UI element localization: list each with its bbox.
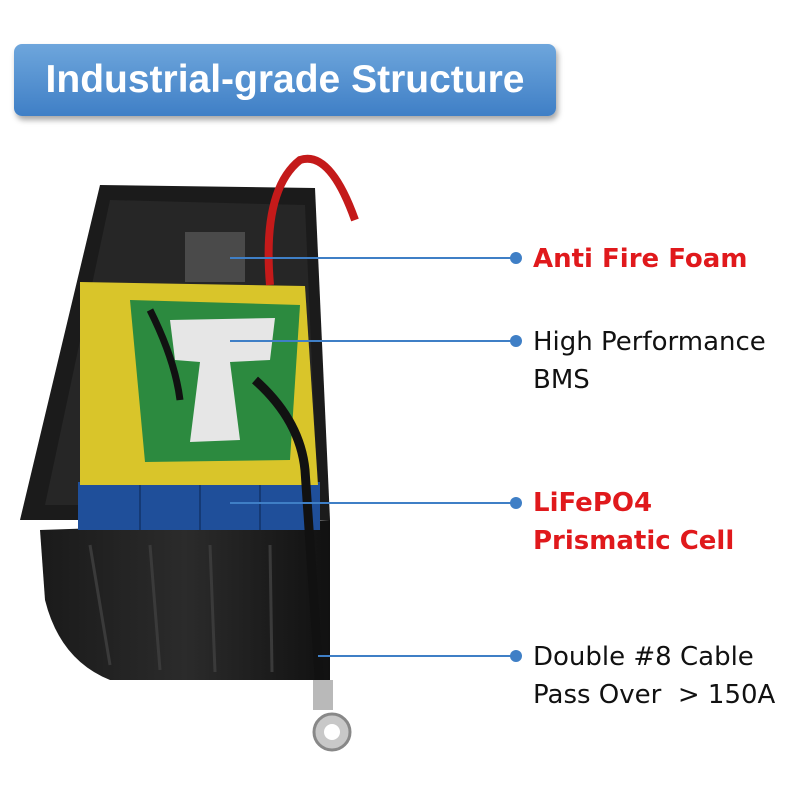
leader-dot-bms bbox=[510, 335, 522, 347]
banner-title: Industrial-grade Structure bbox=[45, 58, 525, 101]
callout-line: High Performance bbox=[533, 327, 766, 357]
leader-dot-foam bbox=[510, 252, 522, 264]
callout-line: Anti Fire Foam bbox=[533, 244, 748, 274]
title-banner: Industrial-grade Structure bbox=[14, 44, 556, 116]
callout-cable: Double #8 Cable Pass Over > 150A bbox=[533, 638, 775, 714]
callout-line: LiFePO4 bbox=[533, 488, 653, 518]
callout-bms: High Performance BMS bbox=[533, 323, 766, 399]
callout-line: BMS bbox=[533, 365, 590, 395]
callout-line: Prismatic Cell bbox=[533, 526, 735, 556]
callout-anti-fire-foam: Anti Fire Foam bbox=[533, 240, 747, 278]
callout-line: Double #8 Cable bbox=[533, 642, 754, 672]
black-cable bbox=[252, 376, 325, 691]
leader-dot-cell bbox=[510, 497, 522, 509]
leader-dot-cable bbox=[510, 650, 522, 662]
callout-lifepo4-cell: LiFePO4 Prismatic Cell bbox=[533, 484, 734, 560]
callout-line: Pass Over > 150A bbox=[533, 680, 776, 710]
battery-case-body bbox=[40, 520, 330, 680]
red-cable bbox=[264, 154, 359, 286]
